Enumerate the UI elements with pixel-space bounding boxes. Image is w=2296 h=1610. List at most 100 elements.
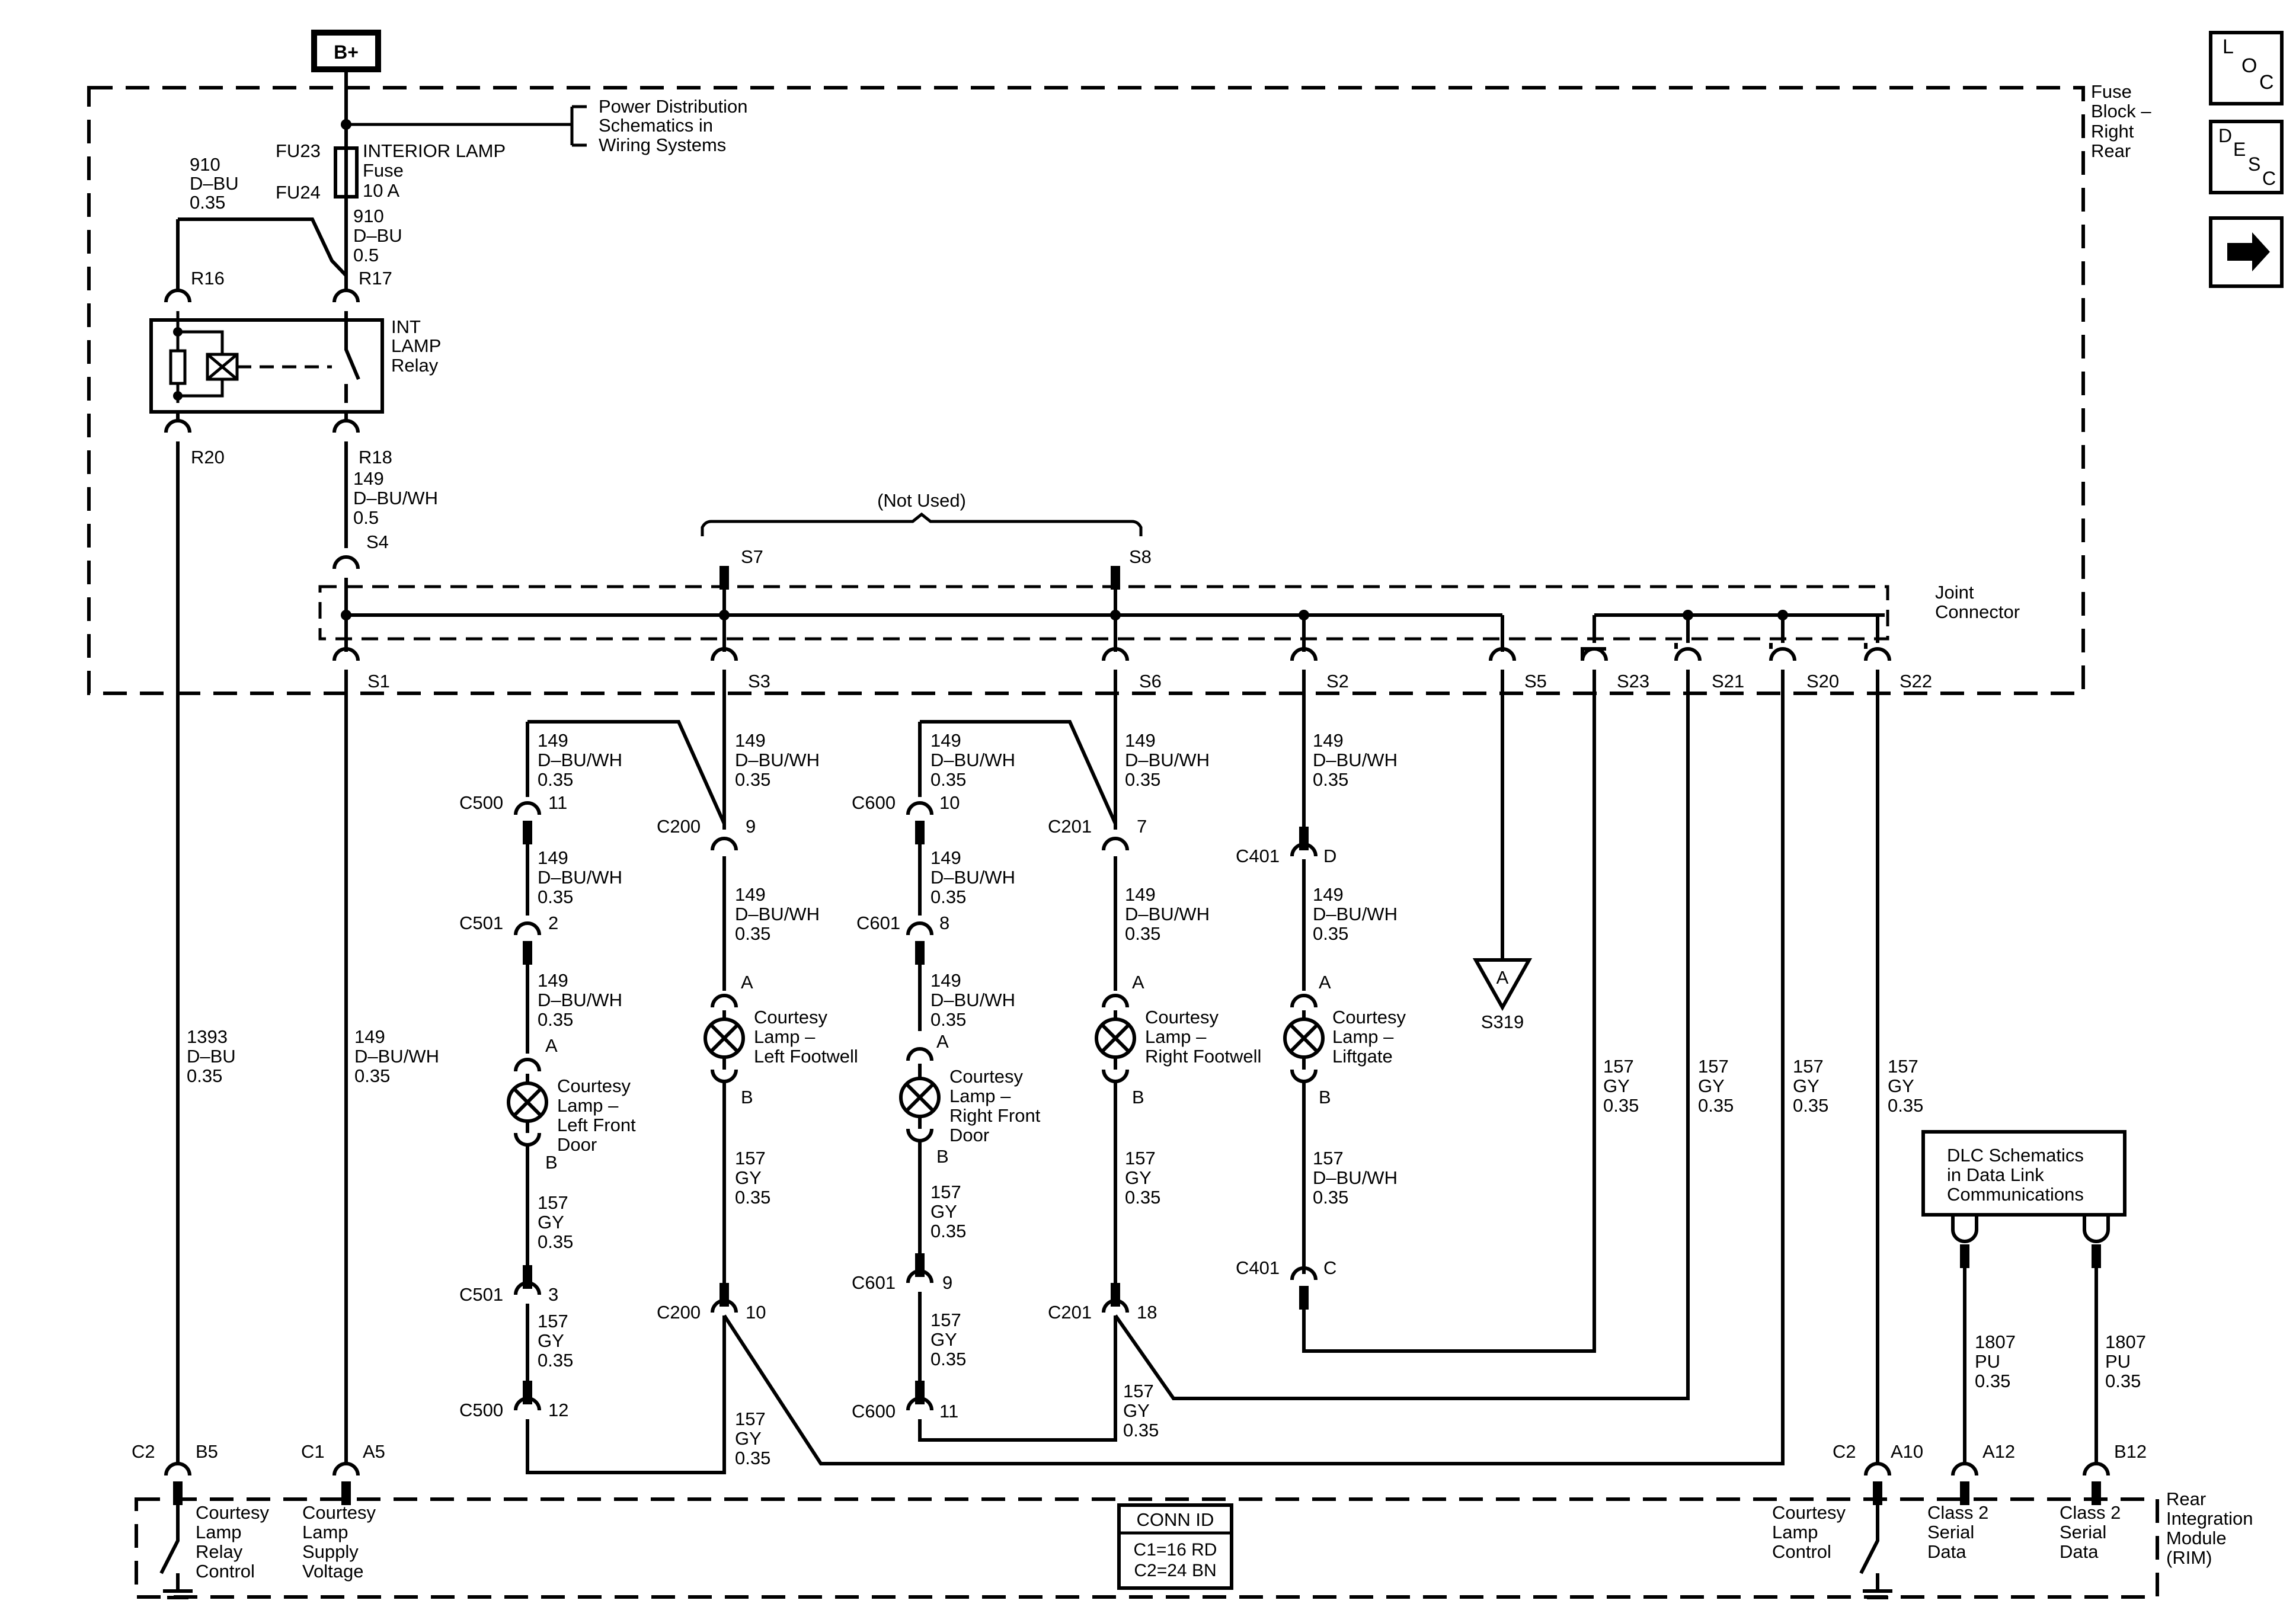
svg-text:D–BU/WH: D–BU/WH: [1125, 750, 1210, 770]
svg-text:149: 149: [930, 847, 961, 868]
desc-button[interactable]: D E S C: [2209, 120, 2284, 194]
next-page-button[interactable]: [2209, 216, 2284, 288]
svg-text:C200: C200: [657, 816, 701, 837]
svg-text:157: 157: [1603, 1056, 1634, 1077]
svg-text:Lamp: Lamp: [196, 1522, 242, 1542]
svg-text:S319: S319: [1481, 1012, 1524, 1032]
svg-text:A: A: [741, 972, 753, 993]
svg-text:149: 149: [1125, 884, 1156, 905]
svg-text:S23: S23: [1617, 671, 1649, 692]
svg-text:D–BU/WH: D–BU/WH: [930, 867, 1015, 888]
svg-text:D–BU/WH: D–BU/WH: [1125, 904, 1210, 924]
svg-text:0.35: 0.35: [1123, 1420, 1159, 1441]
svg-text:Schematics in: Schematics in: [599, 115, 713, 136]
loc-button[interactable]: L O C: [2209, 31, 2284, 105]
svg-text:PU: PU: [1975, 1351, 2000, 1372]
svg-text:910: 910: [190, 154, 220, 175]
svg-text:R16: R16: [191, 268, 225, 289]
svg-text:157: 157: [1888, 1056, 1918, 1077]
svg-text:Rear: Rear: [2166, 1489, 2206, 1509]
svg-text:0.35: 0.35: [735, 769, 770, 790]
svg-text:157: 157: [735, 1148, 766, 1169]
svg-text:C600: C600: [852, 792, 896, 813]
svg-text:A12: A12: [1982, 1441, 2015, 1462]
svg-text:Serial: Serial: [1927, 1522, 1974, 1542]
svg-text:C501: C501: [459, 1284, 503, 1305]
svg-text:C2: C2: [1833, 1441, 1856, 1462]
svg-text:D–BU/WH: D–BU/WH: [1313, 904, 1398, 924]
svg-text:0.35: 0.35: [187, 1065, 222, 1086]
wire-149-r18: 149 D–BU/WH 0.5: [353, 468, 438, 528]
svg-text:S6: S6: [1139, 671, 1162, 692]
desc-letter-s: S: [2248, 153, 2260, 175]
desc-letter-e: E: [2233, 139, 2246, 160]
svg-text:11: 11: [939, 1401, 958, 1422]
joint-connector-boundary: [318, 585, 1889, 641]
svg-text:GY: GY: [1698, 1076, 1725, 1096]
svg-text:S21: S21: [1712, 671, 1744, 692]
svg-text:157: 157: [1698, 1056, 1729, 1077]
wire-910-fuse: 910 D–BU 0.5: [353, 206, 402, 265]
svg-text:Right: Right: [2091, 121, 2134, 142]
svg-text:B5: B5: [196, 1441, 218, 1462]
svg-text:8: 8: [939, 913, 949, 933]
rim-boundary: [135, 1497, 2159, 1599]
svg-text:0.35: 0.35: [538, 769, 573, 790]
svg-text:D–BU/WH: D–BU/WH: [354, 1046, 439, 1067]
svg-text:Right Footwell: Right Footwell: [1145, 1046, 1261, 1067]
svg-text:0.35: 0.35: [930, 886, 966, 907]
svg-text:157: 157: [735, 1409, 766, 1429]
svg-text:D–BU/WH: D–BU/WH: [538, 750, 622, 770]
svg-text:Control: Control: [196, 1561, 255, 1582]
svg-text:Courtesy: Courtesy: [1145, 1007, 1219, 1028]
svg-text:S4: S4: [366, 532, 389, 552]
desc-letter-c: C: [2262, 168, 2276, 189]
svg-text:C601: C601: [856, 913, 900, 933]
svg-text:0.35: 0.35: [538, 1231, 573, 1252]
svg-text:149: 149: [354, 1026, 385, 1047]
wire-149-c1: 149 D–BU/WH 0.35: [354, 1026, 439, 1086]
svg-text:D–BU: D–BU: [190, 173, 239, 194]
lamp-right-footwell-label: Courtesy Lamp – Right Footwell: [1145, 1007, 1261, 1067]
fuse-label: INTERIOR LAMP Fuse 10 A: [363, 140, 506, 201]
dlc-schematics-ref[interactable]: DLC Schematics in Data Link Communicatio…: [1921, 1130, 2126, 1217]
svg-text:FU23: FU23: [276, 140, 321, 161]
rim-pins: [164, 1462, 2110, 1505]
svg-text:Wiring Systems: Wiring Systems: [599, 135, 726, 155]
battery-label: B+: [334, 41, 359, 63]
svg-text:S7: S7: [741, 546, 763, 567]
svg-text:C600: C600: [852, 1401, 896, 1422]
svg-text:Left Front: Left Front: [557, 1115, 636, 1135]
svg-text:157: 157: [1125, 1148, 1156, 1169]
svg-text:157: 157: [930, 1310, 961, 1330]
svg-text:0.35: 0.35: [538, 1009, 573, 1030]
joint-connector-label: Joint Connector: [1935, 582, 2020, 622]
rim-module-label: Rear Integration Module (RIM): [2166, 1489, 2253, 1568]
svg-text:D–BU/WH: D–BU/WH: [1313, 1167, 1398, 1188]
svg-text:Serial: Serial: [2060, 1522, 2106, 1542]
rim-relay-control-label: Courtesy Lamp Relay Control: [196, 1502, 270, 1582]
loc-letter-o: O: [2241, 55, 2257, 77]
svg-text:C: C: [1323, 1257, 1336, 1278]
svg-text:GY: GY: [538, 1212, 564, 1233]
svg-text:157: 157: [930, 1182, 961, 1202]
svg-text:0.35: 0.35: [538, 1350, 573, 1371]
svg-text:Door: Door: [949, 1125, 989, 1145]
svg-text:B: B: [1319, 1087, 1331, 1108]
svg-text:Voltage: Voltage: [302, 1561, 363, 1582]
desc-letter-d: D: [2218, 125, 2232, 146]
svg-text:C1: C1: [301, 1441, 325, 1462]
svg-text:C200: C200: [657, 1302, 701, 1323]
svg-text:Lamp –: Lamp –: [557, 1095, 619, 1116]
svg-text:(Not Used): (Not Used): [877, 490, 966, 511]
svg-text:S22: S22: [1900, 671, 1932, 692]
svg-text:0.35: 0.35: [930, 1349, 966, 1369]
svg-text:0.35: 0.35: [1313, 1187, 1348, 1208]
svg-text:Door: Door: [557, 1134, 597, 1155]
arrow-right-icon: [2227, 232, 2270, 271]
svg-text:Joint: Joint: [1935, 582, 1974, 603]
svg-text:S5: S5: [1524, 671, 1547, 692]
svg-text:Block –: Block –: [2091, 101, 2151, 121]
svg-text:0.35: 0.35: [735, 1187, 770, 1208]
